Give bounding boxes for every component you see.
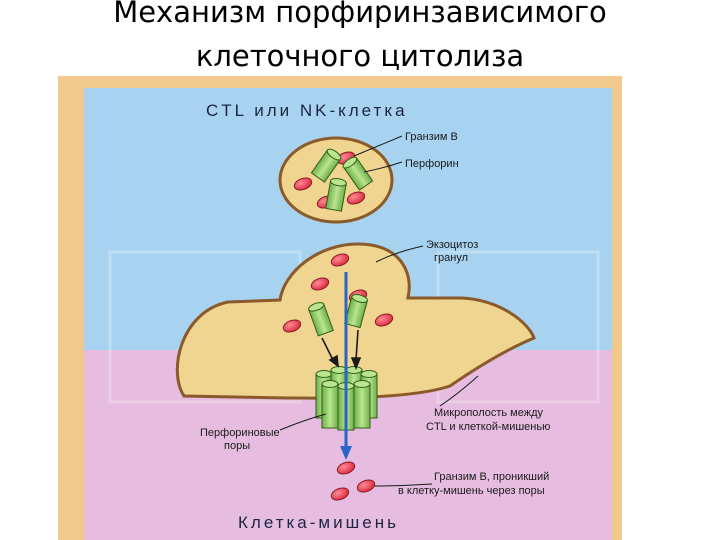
- granzyme-dot: [346, 191, 366, 205]
- granzyme-entered-label-line2: в клетку-мишень через поры: [398, 485, 545, 497]
- perforin-cylinder: [308, 302, 334, 337]
- exocytosis-label-line2: гранул: [434, 252, 468, 264]
- cytolysis-diagram: CTL или NK-клетка Гранзим В Перфорин Экз…: [58, 76, 622, 540]
- granzyme-entered-label-line1: Гранзим В, проникший: [434, 471, 549, 483]
- perforin-cylinders-granule: [310, 148, 374, 212]
- slide-title-line1: Механизм порфиринзависимого: [113, 0, 607, 29]
- granzyme-dot: [374, 313, 394, 327]
- granzyme-dot: [310, 277, 330, 291]
- pores-label-line1: Перфориновые: [200, 427, 280, 439]
- granzyme-path-arrow: [340, 272, 352, 460]
- target-cell-label: Клетка-мишень: [238, 513, 399, 532]
- granzyme-dot: [336, 461, 356, 475]
- assembly-arrows: [321, 329, 362, 371]
- granzyme-dot: [282, 319, 302, 333]
- perforin-cylinders-released: [308, 294, 368, 337]
- granzyme-dot: [330, 253, 350, 267]
- slide-title-line2: клеточного цитолиза: [195, 39, 525, 73]
- ctl-cell-label: CTL или NK-клетка: [206, 101, 408, 120]
- granzyme-dot: [293, 177, 313, 191]
- granzyme-dots: [282, 151, 394, 501]
- exocytosis-label-line1: Экзоцитоз: [426, 239, 478, 251]
- pores-label-line2: поры: [224, 440, 250, 452]
- microcavity-label-line1: Микрополость между: [434, 407, 544, 419]
- perforin-cylinder: [310, 148, 342, 183]
- leader-lines: [279, 135, 479, 487]
- granzyme-dot: [356, 479, 376, 493]
- granzyme-dot: [330, 487, 350, 501]
- perforin-cylinder: [325, 177, 347, 212]
- granzyme-label: Гранзим В: [405, 131, 458, 143]
- microcavity-label-line2: CTL и клеткой-мишенью: [426, 421, 550, 433]
- perforin-cylinder: [342, 156, 374, 191]
- perforin-label: Перфорин: [405, 158, 459, 170]
- perforin-cylinder: [344, 294, 368, 329]
